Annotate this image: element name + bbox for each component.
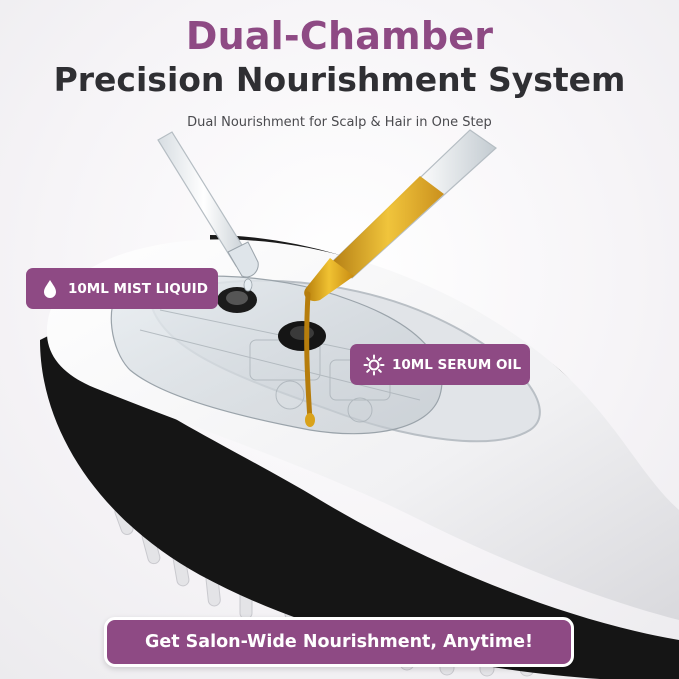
- sun-icon: [362, 353, 386, 377]
- serum-pipette: [304, 129, 497, 427]
- page-title: Dual-Chamber: [185, 14, 494, 58]
- droplet-icon: [38, 277, 62, 301]
- cta-banner: Get Salon-Wide Nourishment, Anytime!: [104, 617, 574, 667]
- transparent-chamber: [110, 275, 443, 435]
- page-subtitle-heading: Precision Nourishment System: [53, 60, 626, 99]
- mist-liquid-label: 10ML MIST LIQUID: [26, 268, 218, 309]
- mist-pipette: [157, 131, 259, 292]
- mist-liquid-text: 10ML MIST LIQUID: [68, 280, 208, 297]
- serum-oil-text: 10ML SERUM OIL: [392, 356, 522, 373]
- brush-base: [40, 330, 679, 679]
- tagline: Dual Nourishment for Scalp & Hair in One…: [187, 115, 492, 130]
- serum-oil-label: 10ML SERUM OIL: [350, 344, 530, 385]
